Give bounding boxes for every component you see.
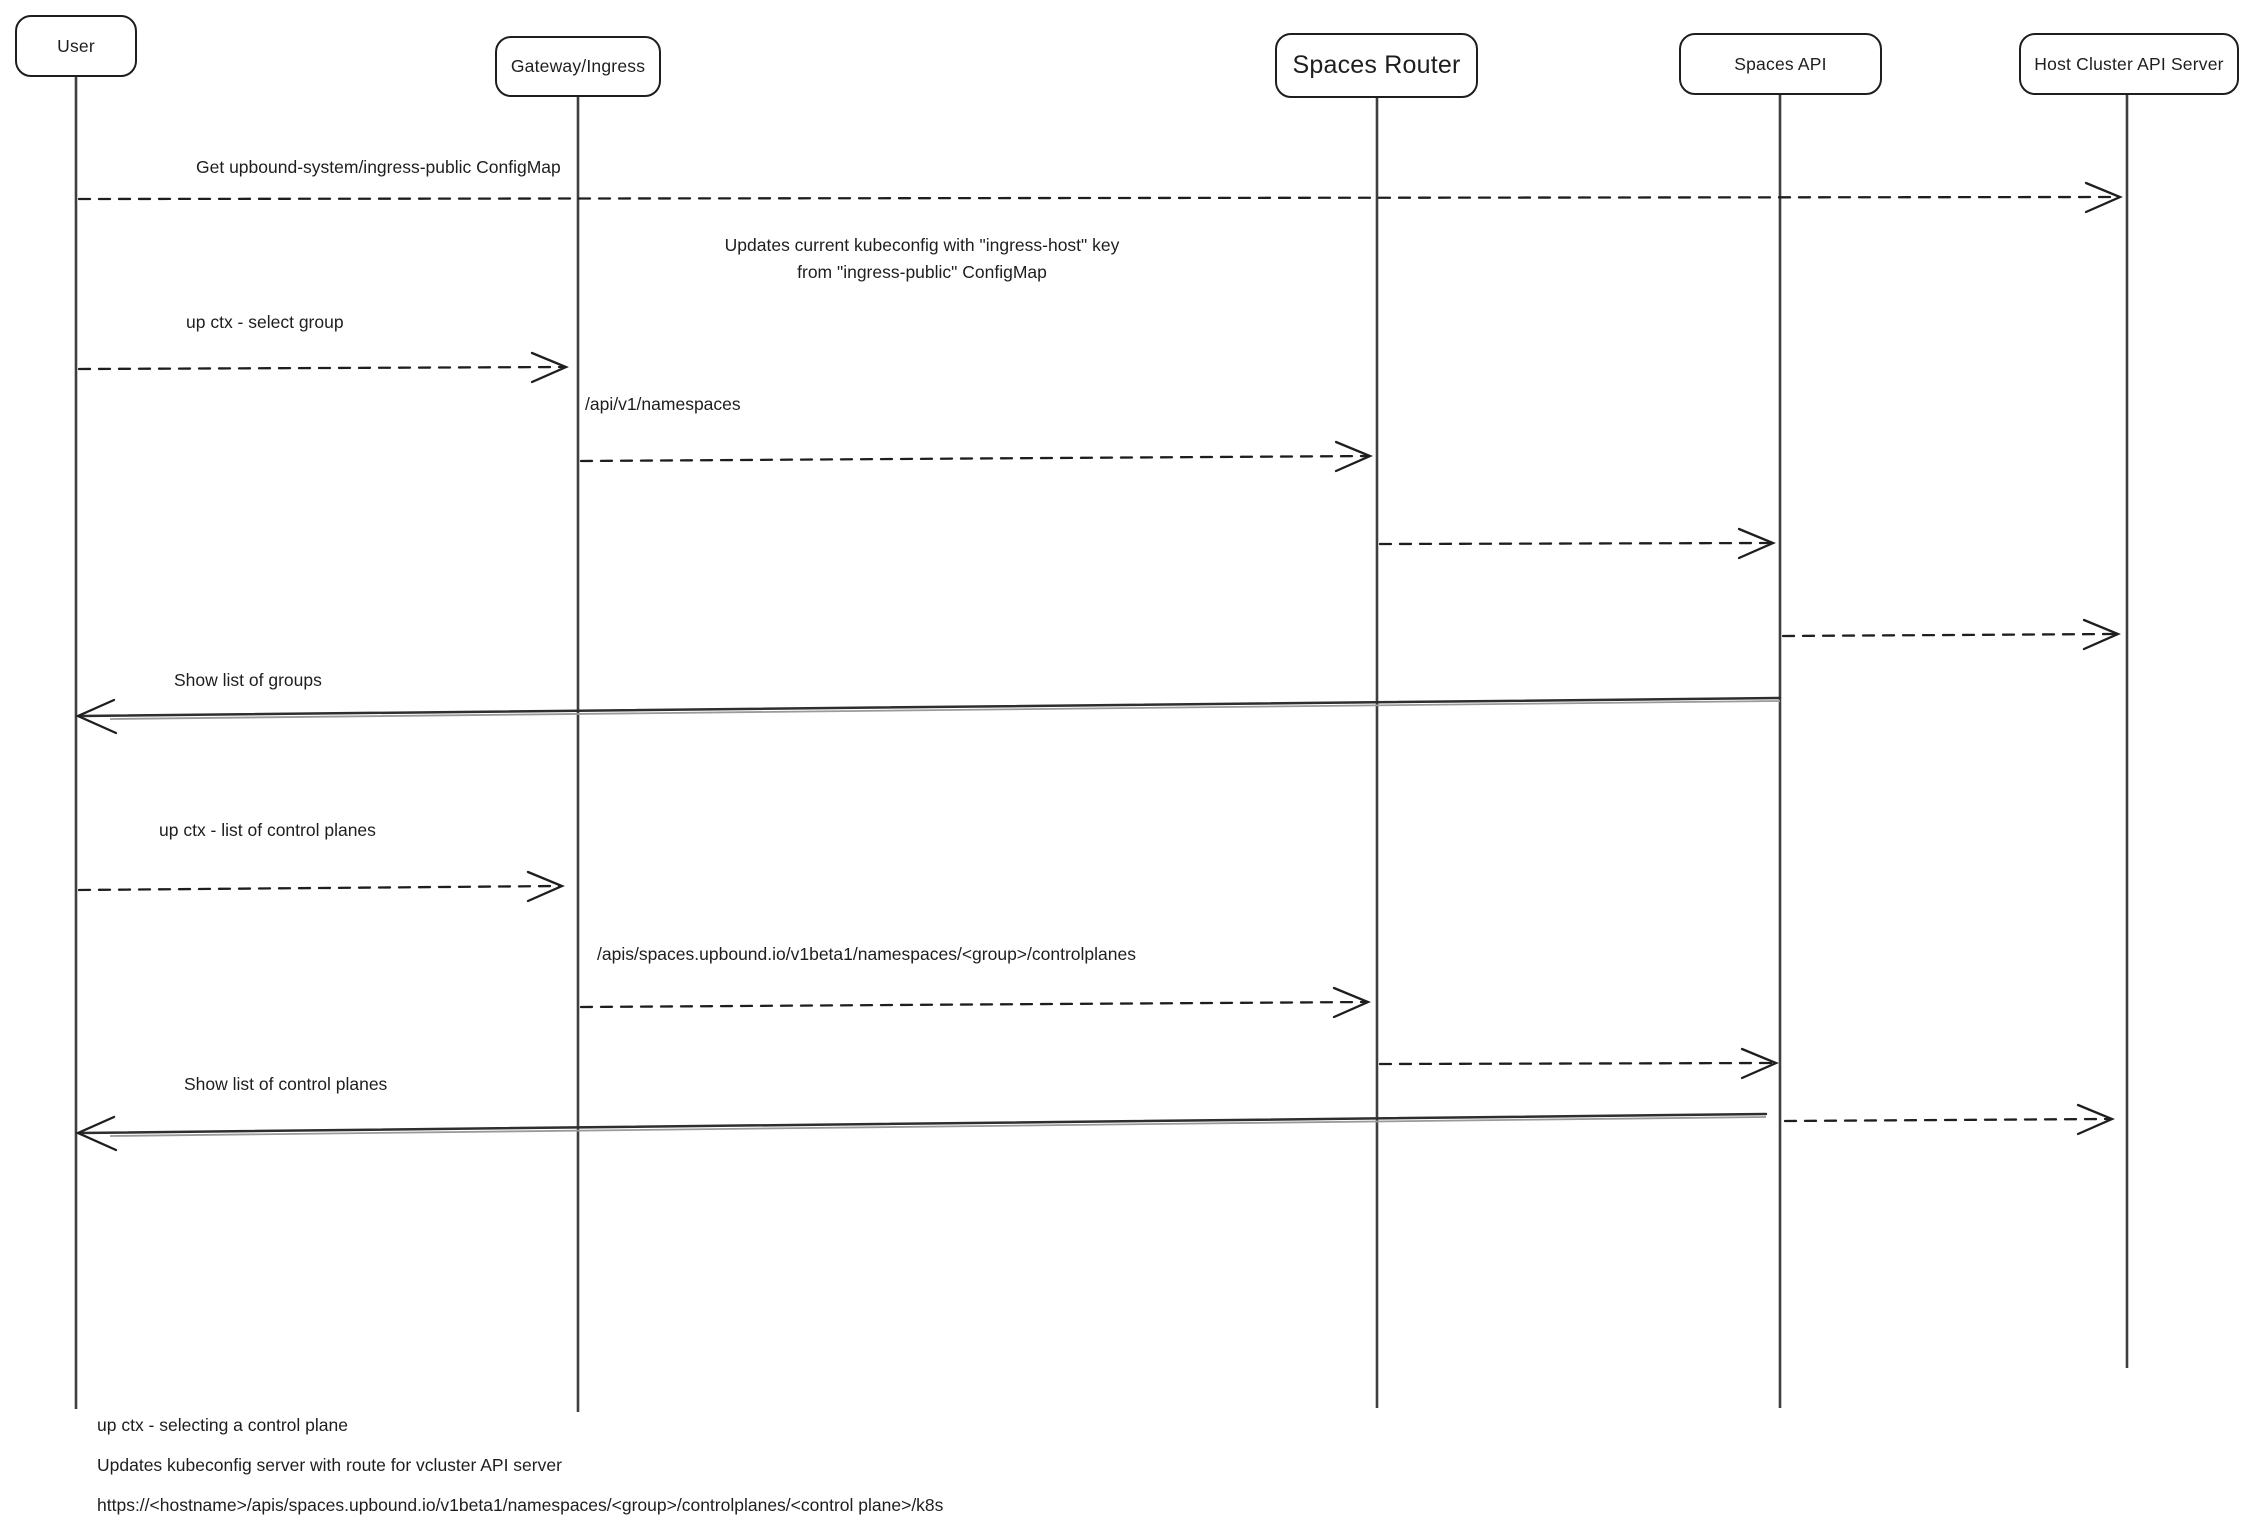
arrow-router-to-api-2 — [1378, 1047, 1779, 1080]
label-show-list-of-control-planes: Show list of control planes — [184, 1074, 388, 1094]
arrow-show-list-of-groups — [75, 696, 1782, 735]
actor-spaces-router: Spaces Router — [1275, 33, 1478, 98]
actor-spaces-router-label: Spaces Router — [1292, 51, 1461, 79]
arrow-api-v1-namespaces — [579, 440, 1373, 473]
label-up-ctx-list-control-planes: up ctx - list of control planes — [159, 820, 376, 840]
arrow-up-ctx-select-group — [77, 351, 569, 384]
footer-updates-kubeconfig-server: Updates kubeconfig server with route for… — [97, 1455, 562, 1475]
arrow-apis-spaces-controlplanes — [579, 986, 1371, 1019]
label-get-configmap: Get upbound-system/ingress-public Config… — [196, 157, 561, 177]
arrow-up-ctx-list-control-planes — [77, 870, 565, 903]
actor-spaces-api: Spaces API — [1679, 33, 1882, 95]
actor-gateway-ingress-label: Gateway/Ingress — [510, 56, 646, 76]
label-apis-spaces-controlplanes: /apis/spaces.upbound.io/v1beta1/namespac… — [597, 944, 1136, 964]
actor-gateway-ingress: Gateway/Ingress — [495, 36, 661, 97]
actor-user-label: User — [57, 35, 95, 56]
actor-host-cluster-api-server: Host Cluster API Server — [2019, 33, 2239, 95]
note-line-1: Updates current kubeconfig with "ingress… — [724, 235, 1120, 255]
actor-host-cluster-api-server-label: Host Cluster API Server — [2034, 53, 2224, 74]
actor-user: User — [15, 15, 137, 77]
arrow-router-to-api-1 — [1378, 527, 1776, 560]
note-updates-kubeconfig: Updates current kubeconfig with "ingress… — [622, 232, 1222, 286]
actor-spaces-api-label: Spaces API — [1734, 53, 1827, 74]
footer-up-ctx-selecting: up ctx - selecting a control plane — [97, 1415, 348, 1435]
arrow-api-to-host-1 — [1781, 618, 2121, 651]
label-show-list-of-groups: Show list of groups — [174, 670, 322, 690]
arrow-show-list-of-control-planes — [75, 1112, 1768, 1152]
footer-vcluster-url: https://<hostname>/apis/spaces.upbound.i… — [97, 1495, 944, 1515]
arrow-api-to-host-2 — [1783, 1103, 2115, 1136]
note-line-2: from "ingress-public" ConfigMap — [797, 262, 1047, 282]
label-api-v1-namespaces: /api/v1/namespaces — [585, 394, 741, 414]
label-up-ctx-select-group: up ctx - select group — [186, 312, 344, 332]
arrow-get-configmap — [77, 181, 2123, 214]
